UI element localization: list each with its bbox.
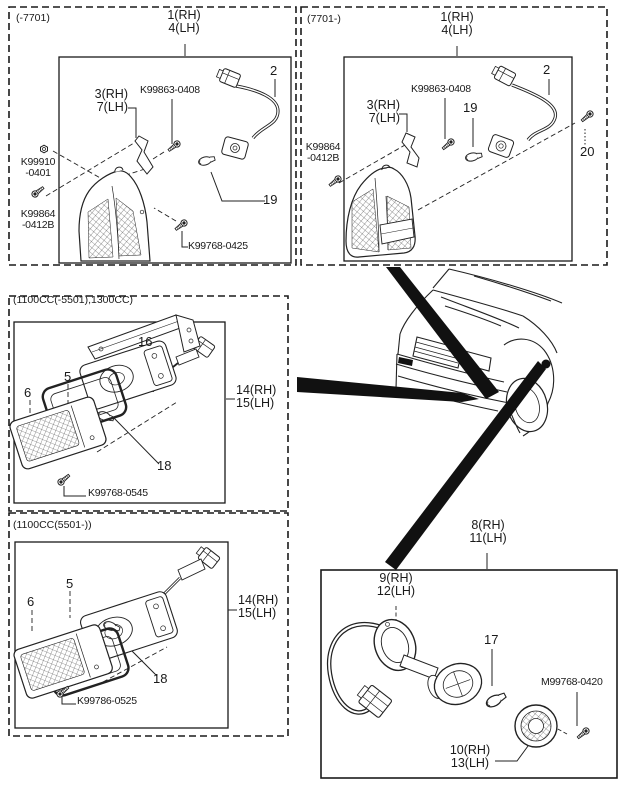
variant-label-marker-late: (1100CC(5501-)) [13,519,92,531]
callout-bulb-19: 19 [463,100,478,115]
variant-label-post7701: (7701-) [307,13,341,25]
callout-line: 11(LH) [469,531,507,546]
callout-lens-6: 6 [27,594,35,609]
part-number-screw: K99768-0545 [88,487,148,499]
callout-line: K99864 [305,141,341,153]
part-number-screw-upper: K99863-0408 [140,84,200,96]
side-turn-parts-art [326,618,591,748]
marker-late-inner-box [14,541,229,729]
callout-line: 13(LH) [450,756,490,771]
callout-harness-2: 2 [543,62,551,77]
callout-bulb-18: 18 [157,458,172,473]
callout-harness-2: 2 [270,63,278,78]
callout-line: K99864 [20,208,56,220]
car-illustration [395,268,563,437]
callout-line: 15(LH) [236,396,275,411]
marker-early-outer-box [8,295,289,512]
callout-line: -0401 [25,167,51,180]
callout-line: 10(RH) [449,743,491,757]
callout-line: K99910 [20,156,56,168]
callout-line: 7(LH) [96,100,128,115]
callout-bulb-19: 19 [263,192,278,207]
part-number-screw: M99768-0420 [541,676,603,688]
callout-line: 3(RH) [94,87,128,101]
callout-line: 15(LH) [238,606,277,621]
callout-assembly-1-4: 1(RH) 4(LH) [433,10,481,38]
callout-body-9-12: 9(RH) 12(LH) [369,571,423,599]
part-number-screw-side: K99864 -0412B [300,141,346,165]
callout-line: 12(LH) [376,584,416,599]
callout-gasket-5: 5 [64,369,72,384]
post7701-parts-art [327,63,595,258]
part-number-screw-lower: K99768-0425 [188,240,248,252]
post7701-inner-box [343,56,573,262]
callout-line: 8(RH) [471,518,505,532]
pre7701-inner-box [58,56,292,264]
callout-bulb-18: 18 [153,671,168,686]
callout-bracket-16: 16 [138,334,153,349]
pre7701-leader-lines [45,44,276,248]
callout-gasket-5: 5 [66,576,74,591]
callout-line: 1(RH) [167,8,201,22]
pre7701-outer-box [8,6,297,266]
part-number-screw-side: K99864 -0412B [14,208,62,232]
callout-line: -0412B [21,219,55,232]
callout-assembly-14-15: 14(RH) 15(LH) [236,383,277,411]
marker-early-parts-art [9,314,216,487]
part-number-nut: K99910 -0401 [16,156,60,180]
callout-line: 7(LH) [368,111,400,126]
post7701-leader-lines [338,46,586,211]
locator-arrows [297,267,546,570]
part-number-screw-upper: K99863-0408 [411,83,471,95]
side-turn-leader-lines [395,553,578,762]
part-number-screw: K99786-0525 [77,695,137,707]
callout-line: 9(RH) [379,571,413,585]
callout-lens-10-13: 10(RH) 13(LH) [443,743,497,771]
callout-bracket-3-7: 3(RH) 7(LH) [83,87,128,115]
side-turn-box [320,569,618,779]
marker-late-parts-art [13,543,221,699]
marker-early-inner-box [13,321,226,504]
panel-borders [8,6,618,779]
callout-assembly-8-11: 8(RH) 11(LH) [462,518,514,546]
callout-line: 14(RH) [236,383,277,397]
callout-line: 14(RH) [238,593,279,607]
variant-label-marker-early: (1100CC(-5501),1300CC) [13,294,134,306]
pre7701-parts-art [30,66,280,262]
post7701-outer-box [300,6,608,266]
callout-assembly-14-15: 14(RH) 15(LH) [238,593,279,621]
marker-late-outer-box [8,512,289,737]
callout-line: 1(RH) [440,10,474,24]
callout-line: -0412B [306,152,340,165]
callout-line: 4(LH) [441,23,473,38]
callout-line: 4(LH) [168,21,200,36]
callout-line: 3(RH) [366,98,400,112]
callout-bracket-3-7: 3(RH) 7(LH) [357,98,400,126]
callout-lens-6: 6 [24,385,32,400]
arrow-top [386,267,499,399]
callout-bulb-17: 17 [484,632,499,647]
variant-label-pre7701: (-7701) [16,12,50,24]
callout-grommet-20: 20 [580,144,595,159]
callout-assembly-1-4: 1(RH) 4(LH) [160,8,208,36]
arrow-bottom [385,361,546,570]
arrow-left [297,377,479,402]
